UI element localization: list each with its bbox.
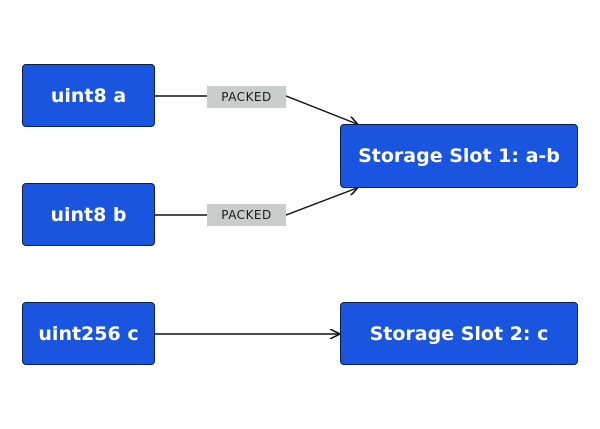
node-uint8-b: uint8 b [22, 183, 155, 246]
edge-label-packed-b: PACKED [207, 204, 286, 226]
edge-label-packed-a: PACKED [207, 86, 286, 108]
node-storage-slot-2: Storage Slot 2: c [340, 302, 578, 365]
node-uint8-a: uint8 a [22, 64, 155, 127]
node-uint256-c: uint256 c [22, 302, 155, 365]
node-storage-slot-1: Storage Slot 1: a-b [340, 124, 578, 188]
